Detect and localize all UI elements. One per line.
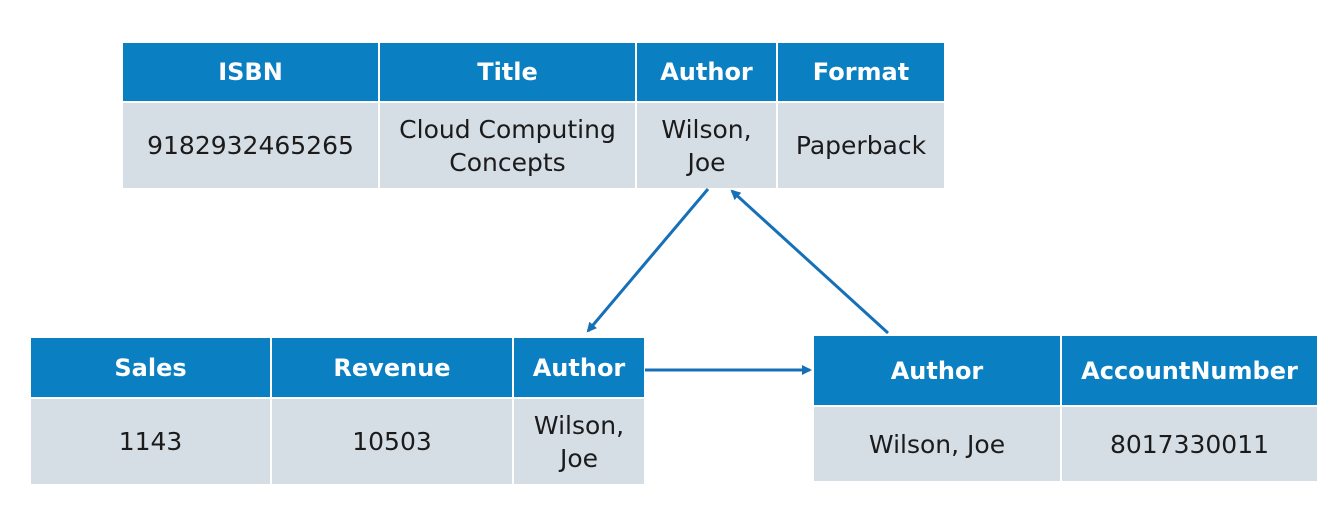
accounts-data-row: Wilson, Joe 8017330011	[812, 405, 1319, 483]
books-header-format: Format	[776, 41, 946, 103]
accounts-header-author: Author	[812, 334, 1062, 407]
books-cell-author: Wilson, Joe	[635, 101, 778, 190]
arrow-accounts-to-books	[730, 189, 890, 335]
sales-cell-sales: 1143	[29, 397, 272, 486]
sales-cell-revenue: 10503	[270, 397, 514, 486]
sales-table: Sales Revenue Author 1143 10503 Wilson, …	[29, 336, 646, 486]
accounts-header-accountnumber: AccountNumber	[1060, 334, 1319, 407]
sales-header-row: Sales Revenue Author	[29, 336, 646, 399]
sales-header-author: Author	[512, 336, 646, 399]
books-header-isbn: ISBN	[121, 41, 380, 103]
books-data-row: 9182932465265 Cloud Computing Concepts W…	[121, 101, 946, 190]
accounts-cell-author: Wilson, Joe	[812, 405, 1062, 483]
books-header-author: Author	[635, 41, 778, 103]
sales-header-sales: Sales	[29, 336, 272, 399]
sales-data-row: 1143 10503 Wilson, Joe	[29, 397, 646, 486]
books-cell-isbn: 9182932465265	[121, 101, 380, 190]
books-table: ISBN Title Author Format 9182932465265 C…	[121, 41, 946, 190]
accounts-cell-accountnumber: 8017330011	[1060, 405, 1319, 483]
accounts-header-row: Author AccountNumber	[812, 334, 1319, 407]
books-header-title: Title	[378, 41, 637, 103]
sales-cell-author: Wilson, Joe	[512, 397, 646, 486]
books-header-row: ISBN Title Author Format	[121, 41, 946, 103]
accounts-table: Author AccountNumber Wilson, Joe 8017330…	[812, 334, 1319, 483]
arrow-books-to-sales	[586, 188, 710, 333]
books-cell-format: Paperback	[776, 101, 946, 190]
books-cell-title: Cloud Computing Concepts	[378, 101, 637, 190]
sales-header-revenue: Revenue	[270, 336, 514, 399]
